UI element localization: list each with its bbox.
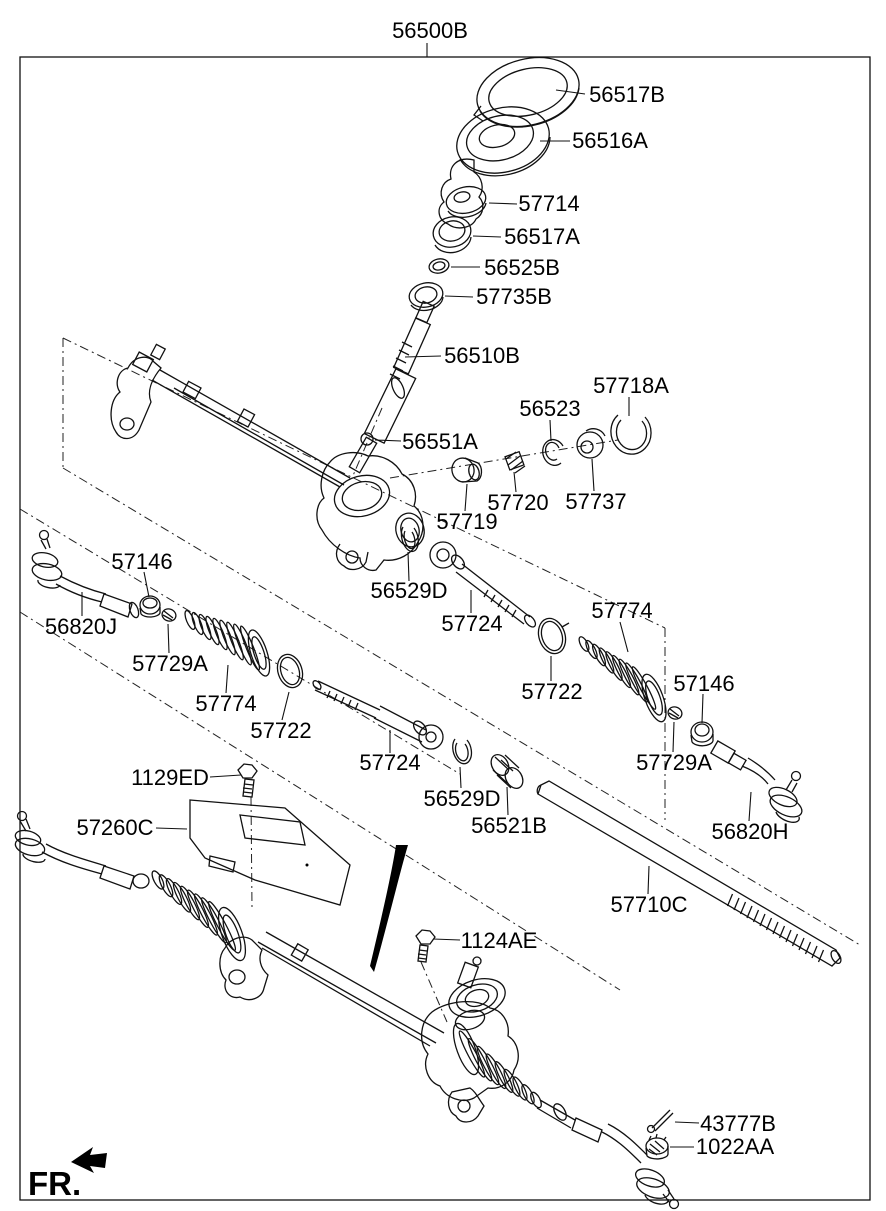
part-57724-b-drawing (312, 680, 444, 750)
part-label-56510B: 56510B (444, 343, 520, 368)
part-label-1129ED: 1129ED (131, 765, 209, 790)
fr-label: FR. (28, 1165, 81, 1202)
part-label-57737: 57737 (565, 489, 626, 514)
part-57260C-drawing (189, 799, 351, 906)
part-57722-a-drawing (276, 653, 304, 689)
part-label-56521B: 56521B (471, 813, 547, 838)
part-label-57729A: 57729A (132, 651, 208, 676)
part-label-57710C: 57710C (610, 892, 687, 917)
part-56523-drawing (542, 438, 564, 466)
part-label-1124AE: 1124AE (461, 928, 538, 953)
part-56510B-drawing (348, 300, 436, 474)
part-drawings (14, 56, 842, 1210)
part-1129ED-drawing (237, 763, 258, 798)
part-label-56525B: 56525B (484, 255, 560, 280)
fr-direction-arrow (71, 1147, 107, 1173)
part-label-57722: 57722 (521, 679, 582, 704)
part-label-56516A: 56516A (572, 128, 648, 153)
part-label-56500B: 56500B (392, 18, 468, 43)
part-label-56551A: 56551A (402, 429, 478, 454)
part-57729A-a-drawing (161, 608, 177, 622)
part-label-56523: 56523 (519, 396, 580, 421)
gear-housing-upper-drawing (110, 343, 425, 572)
part-56517B-drawing (473, 56, 580, 128)
part-label-57146: 57146 (111, 549, 172, 574)
part-56820J-drawing (31, 529, 140, 619)
leader-lines (81, 89, 752, 1148)
part-43777B-drawing (646, 1109, 674, 1134)
part-57729A-b-drawing (667, 706, 683, 720)
part-label-56820J: 56820J (45, 614, 117, 639)
part-56521B-drawing (490, 754, 524, 789)
black-wedge-pointer (370, 845, 408, 972)
part-57722-b-drawing (537, 617, 570, 655)
part-57146-a-drawing (139, 595, 161, 618)
part-57714-drawing (445, 185, 487, 218)
part-label-56820H: 56820H (711, 819, 788, 844)
part-label-57724-2: 57724 (359, 750, 420, 775)
part-56525B-drawing (428, 258, 450, 274)
part-label-56529D: 56529D (370, 578, 447, 603)
part-label-56517B: 56517B (589, 82, 665, 107)
part-label-57774-2: 57774 (195, 691, 256, 716)
part-1124AE-drawing (415, 929, 436, 963)
part-57718A-drawing (610, 414, 652, 455)
part-label-57720: 57720 (487, 490, 548, 515)
part-label-43777B: 43777B (700, 1111, 776, 1136)
part-label-57774: 57774 (591, 598, 652, 623)
part-label-57719: 57719 (436, 509, 497, 534)
construction-lines (19, 337, 861, 1023)
part-57737-drawing (576, 428, 606, 459)
part-label-57260C: 57260C (76, 815, 153, 840)
part-1022AA-drawing (645, 1133, 669, 1160)
part-57774-b-drawing (578, 636, 667, 723)
part-57146-b-drawing (690, 721, 714, 747)
part-56517A-drawing (432, 216, 472, 254)
part-label-57146-2: 57146 (673, 671, 734, 696)
part-label-56529D-2: 56529D (423, 786, 500, 811)
part-57719-drawing (451, 457, 483, 483)
diagram-border (19, 56, 871, 1201)
part-label-57718A: 57718A (593, 373, 669, 398)
part-labels: 56500B 56517B 56516A 57714 56517A 56525B… (45, 18, 789, 1159)
part-57724-a-drawing (429, 541, 537, 628)
part-label-57724: 57724 (441, 611, 502, 636)
part-57774-a-drawing (184, 609, 271, 677)
part-56516A-drawing (438, 106, 551, 229)
part-57735B-drawing (408, 282, 444, 312)
part-label-56517A: 56517A (504, 224, 580, 249)
part-56551A-drawing (360, 432, 374, 446)
part-label-57722-2: 57722 (250, 718, 311, 743)
part-56529D-b-drawing (452, 738, 473, 765)
part-label-57714: 57714 (518, 191, 579, 216)
part-label-1022AA: 1022AA (696, 1134, 775, 1159)
part-57720-drawing (504, 450, 526, 474)
steering-gear-assembly-drawing (14, 810, 680, 1210)
part-label-57735B: 57735B (476, 284, 552, 309)
part-label-57729A-2: 57729A (636, 750, 712, 775)
part-57710C-drawing (536, 780, 842, 967)
part-56529D-a-drawing (400, 526, 419, 553)
part-56820H-drawing (709, 740, 803, 823)
